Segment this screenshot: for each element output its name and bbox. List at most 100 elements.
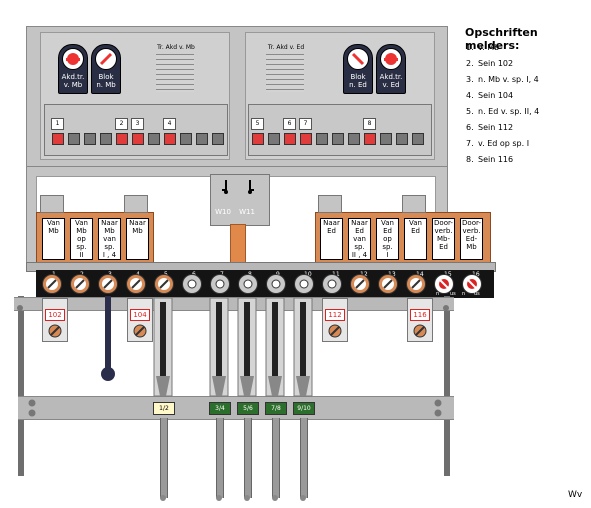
lever-rod[interactable] xyxy=(216,418,224,498)
lever-chain-icon xyxy=(265,297,285,397)
indicator-lamp xyxy=(132,133,144,145)
indicator-number: 6 xyxy=(283,118,296,130)
lever-knob[interactable] xyxy=(406,274,426,294)
label-card-line: van sp. xyxy=(353,235,366,251)
lever-knob[interactable] xyxy=(378,274,398,294)
switch-w11-handle[interactable] xyxy=(243,178,257,202)
label-card-line: Ed-Mb xyxy=(465,235,478,251)
legend-item: 8.Sein 116 xyxy=(466,152,539,168)
dial-icon xyxy=(95,48,117,70)
indicator-lamp xyxy=(252,133,264,145)
lever-rod[interactable] xyxy=(160,418,168,498)
lever-knob[interactable] xyxy=(350,274,370,294)
lever-column[interactable]: 5/6 xyxy=(236,297,259,415)
rail-bolt-icon xyxy=(441,298,451,317)
signal-plate: 104 xyxy=(127,298,153,342)
lever-knob[interactable] xyxy=(42,274,62,294)
lever-knob[interactable] xyxy=(70,274,90,294)
label-card-line: Ed xyxy=(411,227,420,235)
pointer-knob-icon xyxy=(382,278,394,290)
lever-knob[interactable] xyxy=(238,274,258,294)
lever-knob[interactable] xyxy=(154,274,174,294)
switch-box xyxy=(210,174,270,226)
indicator-number: 7 xyxy=(299,118,312,130)
lever-rod[interactable] xyxy=(300,418,308,498)
label-card-line: op sp. xyxy=(76,235,87,251)
lever-knob[interactable] xyxy=(266,274,286,294)
lever-column[interactable]: 3/4 xyxy=(208,297,231,415)
lever-knob[interactable] xyxy=(210,274,230,294)
signal-plate: 116 xyxy=(407,298,433,342)
lever-knob[interactable] xyxy=(322,274,342,294)
label-card-line: I xyxy=(386,251,389,259)
signal-number-tag: 112 xyxy=(325,309,345,321)
label-card-line: Ed xyxy=(327,227,336,235)
lever-rod[interactable] xyxy=(244,418,252,498)
lever-rod[interactable] xyxy=(272,418,280,498)
gauge-akdtr-mb[interactable]: Akd.tr.v. Mb xyxy=(58,44,88,94)
label-card-line: Van xyxy=(75,219,88,227)
indicator-number: 4 xyxy=(163,118,176,130)
pointer-knob-icon xyxy=(410,278,422,290)
crank-icon xyxy=(101,296,115,381)
label-card-line: verb. xyxy=(434,227,453,235)
lever-column[interactable]: 9/10 xyxy=(292,297,315,415)
legend-item: 1.v. Mb xyxy=(466,40,539,56)
lever-knob[interactable] xyxy=(98,274,118,294)
gauge-akdtr-ed[interactable]: Akd.tr.v. Ed xyxy=(376,44,406,94)
hanging-crank[interactable] xyxy=(99,296,117,386)
lever-tip-icon xyxy=(298,488,308,501)
signal-knob[interactable] xyxy=(47,323,63,339)
signal-plate: 112 xyxy=(322,298,348,342)
indicator-lamp xyxy=(348,133,360,145)
lever-knob[interactable] xyxy=(294,274,314,294)
vent-grille-left xyxy=(156,54,194,92)
lever-chain-icon xyxy=(209,297,229,397)
legend-item-text: v. Mb xyxy=(478,43,500,52)
red-knob-icon xyxy=(466,278,478,290)
signal-number-tag: 116 xyxy=(410,309,430,321)
indicator-lamp xyxy=(300,133,312,145)
label-card-line: Mb xyxy=(104,227,115,235)
strip-small-label: n xyxy=(462,291,466,297)
lever-knob[interactable] xyxy=(462,274,482,294)
switch-label-w10: W10 xyxy=(215,208,231,216)
legend-item-text: n. Mb v. sp. I, 4 xyxy=(478,75,539,84)
label-card-line: Naar xyxy=(351,219,368,227)
vent-label-right: Tr. Akd v. Ed xyxy=(267,44,305,51)
lower-rail xyxy=(18,396,454,420)
label-card-line: Ed xyxy=(355,227,364,235)
legend-item-text: Sein 112 xyxy=(478,123,514,132)
lever-tag: 1/2 xyxy=(153,402,175,415)
lever-knob[interactable] xyxy=(434,274,454,294)
indicator-number: 2 xyxy=(115,118,128,130)
round-knob-icon xyxy=(327,279,337,289)
legend-item-number: 5. xyxy=(466,107,474,116)
indicator-lamp xyxy=(164,133,176,145)
indicator-box-left xyxy=(44,104,228,156)
signal-knob[interactable] xyxy=(327,323,343,339)
label-card-line: Mb xyxy=(76,227,87,235)
switch-w10-handle[interactable] xyxy=(219,178,233,202)
label-card-line: op sp. xyxy=(382,235,393,251)
lever-column[interactable]: 1/2 xyxy=(152,297,175,415)
signal-knob[interactable] xyxy=(132,323,148,339)
label-card-line: Door- xyxy=(434,219,453,227)
legend-title: Opschriften melders: xyxy=(465,26,538,52)
legend-item: 7.v. Ed op sp. I xyxy=(466,136,539,152)
indicator-lamp xyxy=(284,133,296,145)
signal-knob[interactable] xyxy=(412,323,428,339)
lever-knob[interactable] xyxy=(126,274,146,294)
label-card-line: Ed xyxy=(383,227,392,235)
indicator-number: 5 xyxy=(251,118,264,130)
lever-column[interactable]: 7/8 xyxy=(264,297,287,415)
legend-item-number: 7. xyxy=(466,139,474,148)
label-card-line: I , 4 xyxy=(102,251,117,259)
lever-knob[interactable] xyxy=(182,274,202,294)
switch-lever-icon xyxy=(222,180,228,194)
